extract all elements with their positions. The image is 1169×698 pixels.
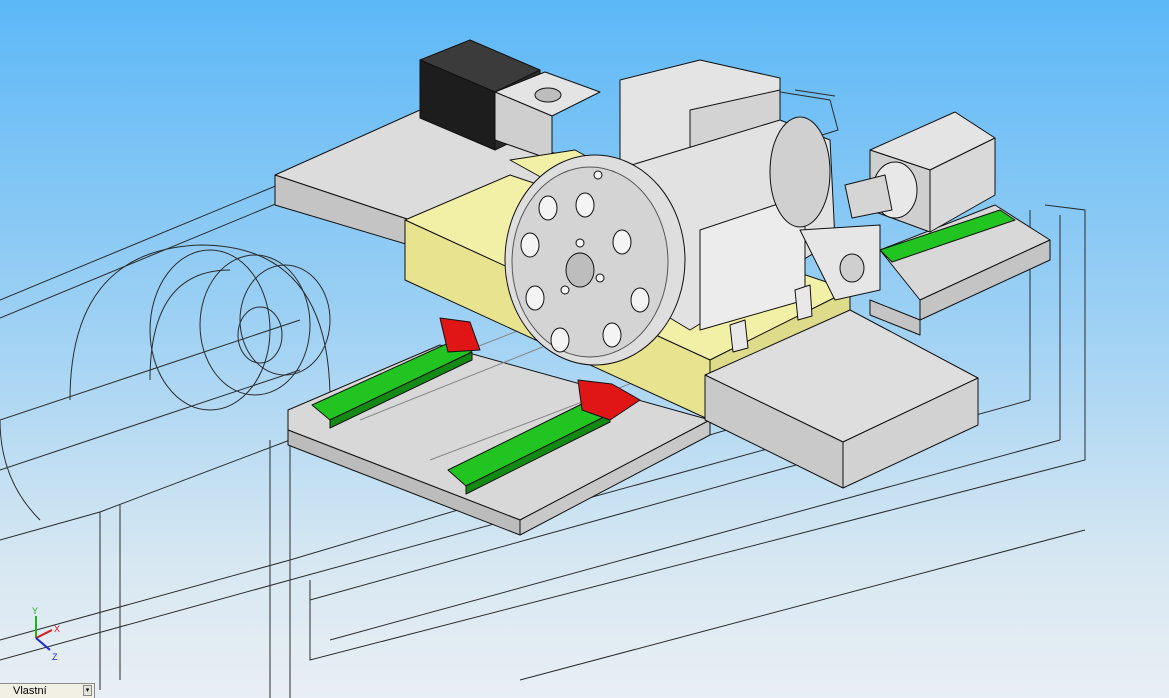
x-axis-arrow — [35, 629, 53, 639]
green-rail-left — [311, 339, 473, 429]
view-orientation-value: Vlastní — [13, 685, 47, 697]
t-slot-clamps — [729, 284, 813, 353]
rotary-faceplate — [504, 154, 686, 366]
axis-triad: Y X Z — [24, 604, 68, 662]
side-motor — [844, 111, 996, 233]
rear-motor — [419, 39, 601, 161]
x-axis-label: X — [54, 624, 60, 634]
front-block — [704, 309, 979, 489]
z-axis-arrow — [35, 637, 51, 651]
view-orientation-dropdown[interactable]: Vlastní ▾ — [0, 683, 95, 698]
red-carriage-blocks — [439, 317, 641, 421]
y-axis-label: Y — [32, 606, 38, 616]
linear-guide-right — [869, 204, 1051, 336]
z-axis-label: Z — [52, 652, 58, 662]
chevron-down-icon[interactable]: ▾ — [83, 685, 92, 696]
green-rail-right — [447, 399, 611, 495]
